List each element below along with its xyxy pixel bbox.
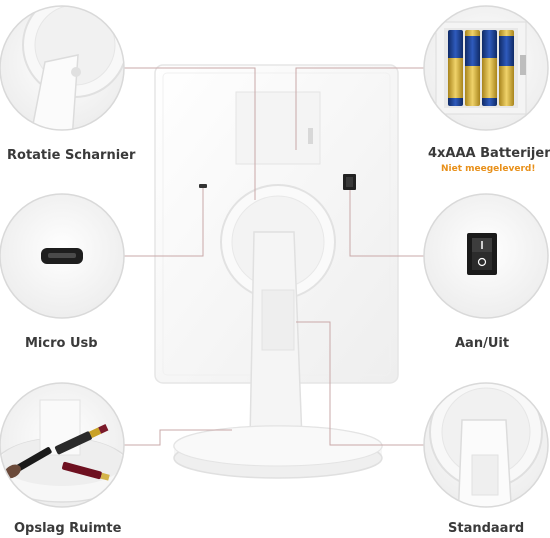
stand-icon	[423, 382, 549, 508]
makeup-storage-icon	[0, 382, 125, 508]
label-battery: 4xAAA Batterijen	[428, 146, 550, 161]
label-storage: Opslag Ruimte	[14, 521, 122, 536]
label-rotation-hinge: Rotatie Scharnier	[7, 148, 136, 163]
label-battery-note: Niet meegeleverd!	[441, 164, 536, 174]
rotation-hinge-icon	[0, 5, 125, 131]
callout-line-usb	[124, 188, 204, 257]
battery-icon	[423, 5, 549, 131]
label-power-switch: Aan/Uit	[455, 336, 510, 351]
micro-usb-port-icon	[0, 193, 125, 319]
mirror-product	[154, 64, 399, 479]
label-micro-usb: Micro Usb	[25, 336, 98, 351]
callout-lines	[124, 67, 424, 446]
callout-line-hinge	[124, 67, 256, 200]
callout-line-switch	[349, 190, 424, 257]
callout-line-stand	[296, 321, 424, 446]
power-switch-icon	[423, 193, 549, 319]
label-stand: Standaard	[448, 521, 525, 536]
callout-line-battery	[295, 67, 424, 150]
callout-line-storage	[124, 429, 232, 446]
